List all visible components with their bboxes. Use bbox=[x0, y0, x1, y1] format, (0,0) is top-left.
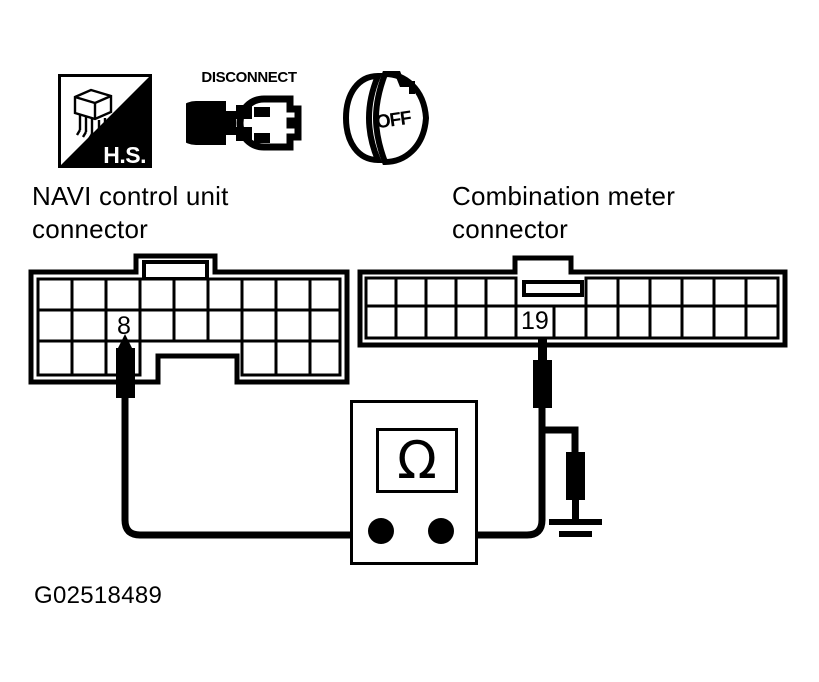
disconnect-plug-shape bbox=[186, 95, 302, 151]
meter-pin-grid bbox=[364, 276, 780, 340]
navi-connector-body bbox=[28, 253, 350, 385]
meter-pin-number: 19 bbox=[521, 307, 549, 335]
ohm-symbol: Ω bbox=[397, 430, 437, 491]
disconnect-icon: DISCONNECT bbox=[186, 70, 312, 165]
meter-connector-caption: Combination meter connector bbox=[452, 181, 676, 245]
navi-connector-caption: NAVI control unit connector bbox=[32, 181, 229, 245]
chassis-ground-symbol bbox=[549, 519, 602, 537]
hs-icon-label: H.S. bbox=[103, 142, 146, 168]
disconnect-label: DISCONNECT bbox=[201, 69, 297, 86]
meter-connector-latch bbox=[522, 280, 584, 297]
ohmmeter-display: Ω bbox=[376, 428, 458, 493]
meter-connector-body bbox=[357, 255, 788, 348]
hs-triangle-shape bbox=[61, 77, 149, 165]
icon-row: H.S. DISCONNECT OFF bbox=[0, 0, 819, 180]
navi-pin-grid bbox=[36, 277, 342, 377]
navi-pin-number: 8 bbox=[117, 312, 131, 340]
ignition-key-shape bbox=[342, 70, 430, 166]
figure-code: G02518489 bbox=[34, 582, 163, 609]
ignition-off-icon: OFF bbox=[338, 68, 434, 166]
test-lead-wires bbox=[121, 398, 579, 539]
ohmmeter: Ω bbox=[350, 400, 478, 565]
navi-connector-latch bbox=[142, 260, 209, 281]
probe-bodies bbox=[116, 334, 585, 522]
ohmmeter-terminal-right bbox=[428, 518, 454, 544]
hs-connector-icon: H.S. bbox=[58, 74, 152, 168]
ohmmeter-terminal-left bbox=[368, 518, 394, 544]
